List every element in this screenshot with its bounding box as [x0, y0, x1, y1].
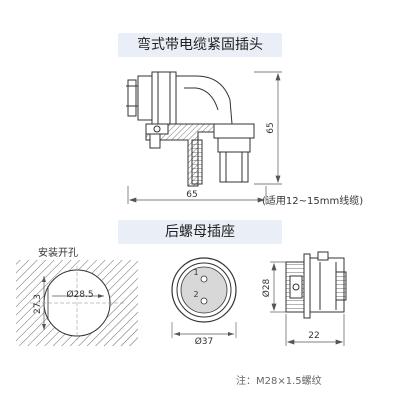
pin-1-label: 1 — [193, 268, 198, 277]
width-value: 65 — [186, 190, 197, 200]
body-length-dimension — [285, 314, 345, 346]
thread-note: 注：M28×1.5螺纹 — [236, 376, 322, 387]
angled-plug-drawing — [126, 71, 255, 187]
height-value: 65 — [266, 122, 276, 133]
hole-diameter-value: Ø28.5 — [66, 289, 93, 300]
section-title-rear-nut-socket: 后螺母插座 — [118, 220, 282, 244]
socket-side-view — [285, 251, 347, 319]
hole-flat-value: 27.3 — [33, 294, 43, 314]
socket-front-face — [171, 257, 237, 338]
panel-cutout-drawing — [16, 260, 138, 346]
cable-range-note: (适用12~15mm线缆) — [262, 196, 364, 207]
thread-diameter-value: Ø28 — [261, 278, 272, 297]
face-diameter-value: Ø37 — [195, 336, 214, 347]
thread-diameter-dimension — [270, 261, 286, 313]
body-length-value: 22 — [308, 331, 319, 341]
panel-cutout-label: 安装开孔 — [38, 248, 78, 259]
section-title-angled-plug: 弯式带电缆紧固插头 — [118, 33, 282, 57]
height-dimension — [254, 71, 282, 185]
pin-2-label: 2 — [193, 290, 198, 299]
width-dimension — [127, 186, 267, 204]
